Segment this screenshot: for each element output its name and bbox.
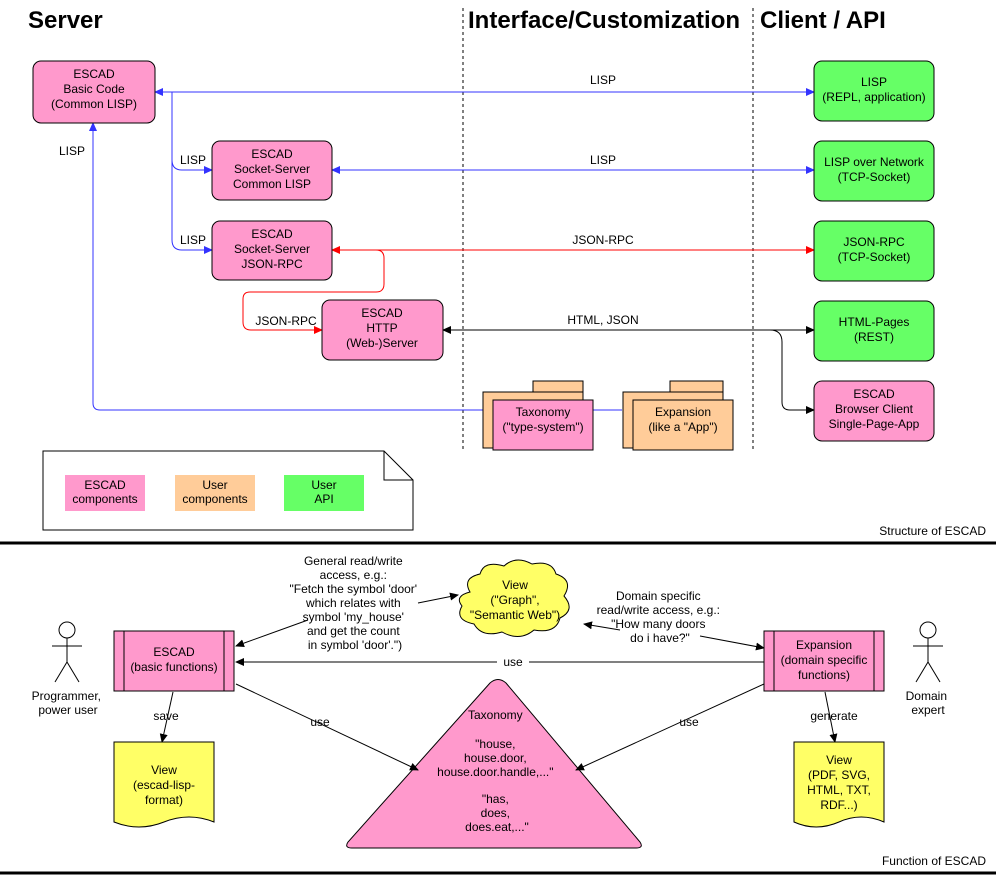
svg-text:Taxonomy "house,: Taxonomy "house, house.door, house.door.… xyxy=(437,708,557,834)
arrow-general-to-escad xyxy=(235,619,309,648)
arrow-generate xyxy=(824,691,838,743)
doc-view-left: View(escad-lisp-format) xyxy=(113,741,215,828)
label-save: save xyxy=(153,709,179,723)
label-programmer: Programmer, power user xyxy=(32,689,105,717)
label-lisp-row2: LISP xyxy=(590,153,616,167)
link-lisp-socket-lisp xyxy=(171,159,213,174)
arrow-save xyxy=(159,691,174,743)
arrow-domain-to-view xyxy=(583,621,621,631)
header-client: Client / API xyxy=(760,7,886,34)
caption-structure: Structure of ESCAD xyxy=(879,524,986,538)
svg-text:Taxonomy("type-system"): Taxonomy("type-system") xyxy=(502,405,583,434)
label-lisp-left: LISP xyxy=(59,144,85,158)
label-lisp-socket2: LISP xyxy=(180,233,206,247)
arrow-use-right xyxy=(575,683,765,771)
domain-access-text: Domain specific read/write access, e.g.:… xyxy=(597,589,724,645)
label-use-right: use xyxy=(679,715,699,729)
box-client-html-pages: HTML-Pages(REST) xyxy=(813,300,935,362)
header-interface: Interface/Customization xyxy=(468,7,740,34)
arrow-general-to-view xyxy=(417,592,459,604)
folder-expansion: Expansion(like a "App") xyxy=(622,380,734,451)
link-json-http xyxy=(242,249,385,334)
box-escad-basic: ESCAD(basic functions) xyxy=(113,630,235,692)
box-client-lisp-network: LISP over Network(TCP-Socket) xyxy=(813,140,935,202)
box-client-lisp: LISP(REPL, application) xyxy=(813,60,935,122)
svg-text:LISP(REPL, application): LISP(REPL, application) xyxy=(822,75,925,104)
person-programmer-icon xyxy=(52,621,82,683)
label-generate: generate xyxy=(810,709,858,723)
folder-taxonomy: Taxonomy("type-system") xyxy=(482,380,594,451)
label-html-json: HTML, JSON xyxy=(567,313,638,327)
label-lisp-top: LISP xyxy=(590,73,616,87)
doc-view-right: View(PDF, SVG,HTML, TXT,RDF...) xyxy=(793,741,885,828)
svg-text:Expansion(like a "App"): Expansion(like a "App") xyxy=(648,405,717,434)
caption-function: Function of ESCAD xyxy=(882,854,986,868)
link-lisp-taxonomy xyxy=(89,122,622,411)
svg-text:HTML-Pages(REST): HTML-Pages(REST) xyxy=(839,315,910,344)
svg-text:JSON-RPC(TCP-Socket): JSON-RPC(TCP-Socket) xyxy=(838,235,911,264)
label-lisp-socket1: LISP xyxy=(180,153,206,167)
svg-text:LISP over Network(TCP-Socket): LISP over Network(TCP-Socket) xyxy=(824,155,925,184)
structure-section: Server Interface/Customization Client / … xyxy=(28,7,986,538)
link-lisp-socket-json xyxy=(171,92,213,254)
svg-text:ESCAD(basic functions): ESCAD(basic functions) xyxy=(130,645,217,674)
arrow-domain-to-expansion xyxy=(699,635,765,651)
label-json-http: JSON-RPC xyxy=(255,314,317,328)
svg-text:View("Graph","Semantic Web"): View("Graph","Semantic Web") xyxy=(470,578,560,622)
label-json-row3: JSON-RPC xyxy=(572,233,634,247)
link-browser xyxy=(769,329,815,414)
label-use-top: use xyxy=(503,655,523,669)
function-section: Taxonomy "house, house.door, house.door.… xyxy=(32,554,987,868)
general-access-text: General read/write access, e.g.: "Fetch … xyxy=(290,554,421,652)
arrow-use-left xyxy=(235,683,419,771)
view-cloud: View("Graph","Semantic Web") xyxy=(458,559,570,637)
label-use-left: use xyxy=(310,715,330,729)
header-server: Server xyxy=(28,7,103,34)
taxonomy-triangle: Taxonomy "house, house.door, house.door.… xyxy=(346,679,642,849)
person-domain-expert-icon xyxy=(913,621,943,683)
svg-text:View(escad-lisp-format): View(escad-lisp-format) xyxy=(133,763,195,807)
svg-text:View(PDF, SVG,HTML, TXT,RDF...: View(PDF, SVG,HTML, TXT,RDF...) xyxy=(807,753,871,812)
box-client-json-rpc: JSON-RPC(TCP-Socket) xyxy=(813,220,935,282)
label-domain-expert: Domain expert xyxy=(906,689,951,717)
